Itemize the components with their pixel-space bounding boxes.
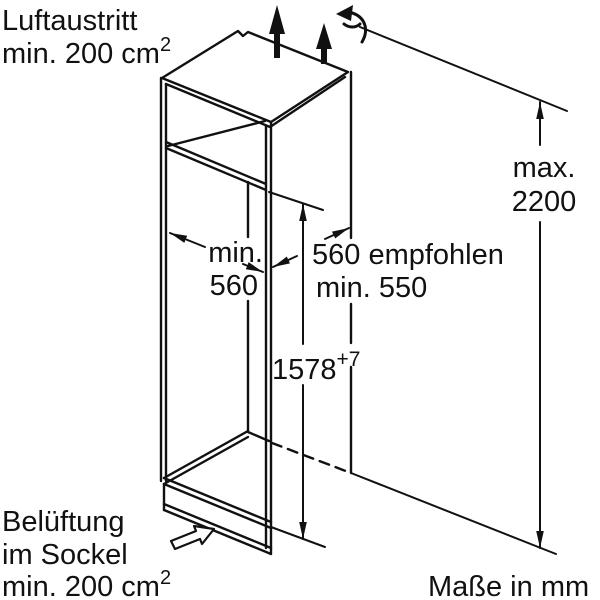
plinth-vent-note-line3: min. 200 cm2 (2, 567, 171, 600)
max-height-label-2: 2200 (512, 186, 577, 218)
plinth-airflow-arrow (169, 524, 216, 551)
hidden-floor-edge (270, 441, 353, 475)
dimension-max-height: max. 2200 (350, 26, 577, 555)
niche-height-label: 1578+7 (272, 348, 360, 386)
cabinet-outline (159, 29, 353, 556)
plinth-vent-note: Belüftung im Sockel min. 200 cm2 (2, 506, 171, 600)
dimension-depth: 560 empfohlen min. 550 (272, 227, 504, 304)
air-swirl-icon (336, 5, 367, 44)
niche-width-label-2: 560 (210, 270, 258, 302)
dimension-niche-height: 1578+7 (268, 191, 360, 548)
depth-label-2: min. 550 (316, 272, 427, 304)
air-outlet-note: Luftaustritt min. 200 cm2 (2, 5, 171, 70)
units-note: Maße in mm (428, 571, 589, 600)
dimension-niche-width: min. 560 (169, 232, 264, 302)
air-outlet-note-line1: Luftaustritt (2, 5, 137, 37)
air-out-arrow-right (316, 23, 332, 64)
max-height-label-1: max. (513, 152, 576, 184)
air-out-arrow-left (269, 5, 285, 58)
plinth-vent-note-line1: Belüftung (2, 506, 125, 538)
air-outlet-note-line2: min. 200 cm2 (2, 34, 171, 70)
depth-label-1: 560 empfohlen (312, 239, 504, 271)
plinth-vent-note-line2: im Sockel (2, 539, 128, 571)
niche-width-label-1: min. (208, 237, 263, 269)
